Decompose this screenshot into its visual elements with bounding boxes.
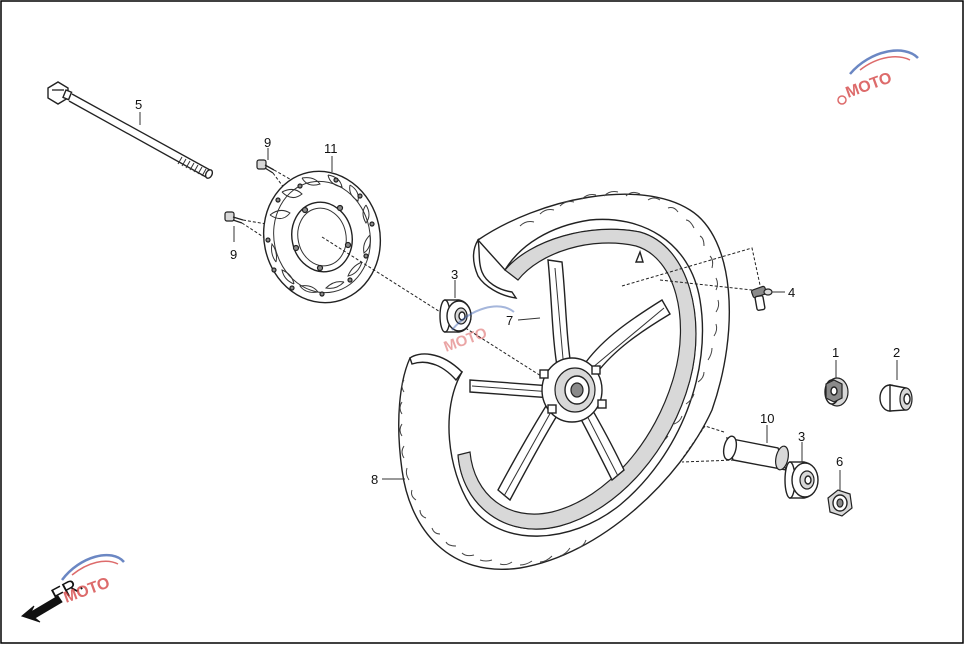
label-11: 11 xyxy=(324,141,338,156)
front-direction-arrow xyxy=(20,595,63,623)
axle-nut xyxy=(827,489,853,517)
label-10: 10 xyxy=(760,411,774,426)
side-collar xyxy=(879,384,913,412)
tire-valve xyxy=(751,285,773,311)
label-9a: 9 xyxy=(264,135,271,150)
label-6: 6 xyxy=(836,454,843,469)
bearing-right xyxy=(784,461,819,499)
label-5: 5 xyxy=(135,97,142,112)
valve-guide-lines xyxy=(621,247,761,291)
disc-bolt-upper xyxy=(256,159,275,174)
leader-7 xyxy=(517,317,541,321)
wheel-rim xyxy=(457,228,697,530)
axle-bolt xyxy=(47,81,214,179)
label-4: 4 xyxy=(788,285,795,300)
collar xyxy=(824,377,849,407)
label-2: 2 xyxy=(893,345,900,360)
watermark-logo-top-right: MOTO xyxy=(837,49,919,105)
label-7: 7 xyxy=(506,313,513,328)
bearing-left xyxy=(439,299,472,333)
spacer-guide-lines xyxy=(679,425,735,463)
bolt-guide-lines xyxy=(241,169,296,241)
label-8: 8 xyxy=(371,472,378,487)
label-1: 1 xyxy=(832,345,839,360)
label-3a: 3 xyxy=(451,267,458,282)
spacer-collar xyxy=(722,435,789,471)
label-9b: 9 xyxy=(230,247,237,262)
disc-bolt-lower xyxy=(224,211,244,224)
label-3b: 3 xyxy=(798,429,805,444)
